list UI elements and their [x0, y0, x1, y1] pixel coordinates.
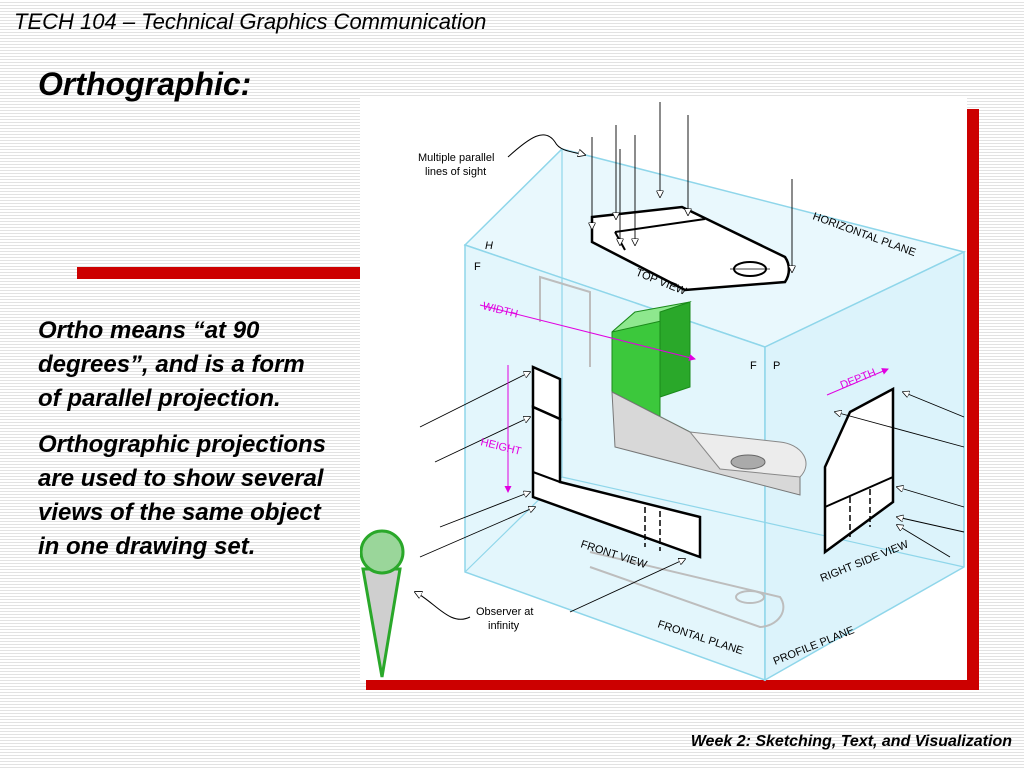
sight-lines-top — [592, 102, 792, 272]
right-side-view-projection — [823, 386, 895, 555]
observer-label: infinity — [488, 620, 520, 632]
top-view-projection — [590, 205, 791, 292]
observer-icon — [360, 529, 405, 678]
h-marker: H — [485, 240, 493, 252]
green-object — [611, 301, 807, 496]
front-view-projection — [531, 365, 702, 559]
slide-body: Ortho means “at 90 degrees”, and is a fo… — [38, 314, 328, 576]
sight-callout-leader — [507, 134, 585, 158]
observer-label: Observer at — [476, 606, 533, 618]
f-marker: F — [750, 360, 757, 372]
sight-label: lines of sight — [425, 166, 486, 178]
ghost-outlines — [539, 275, 785, 629]
slide-title: Orthographic: — [38, 66, 252, 102]
sight-label: Multiple parallel — [418, 152, 494, 164]
sight-lines-front — [419, 372, 685, 613]
sight-lines-side — [835, 392, 965, 558]
observer-callout-leader — [415, 592, 471, 620]
body-paragraph: Ortho means “at 90 degrees”, and is a fo… — [38, 317, 305, 412]
p-marker: P — [773, 360, 780, 372]
frame-shadow-right — [967, 109, 979, 690]
title-divider — [77, 267, 360, 279]
footer-text: Week 2: Sketching, Text, and Visualizati… — [690, 733, 1012, 750]
dimension-lines — [479, 304, 889, 493]
frame-shadow-bottom — [366, 680, 979, 690]
orthographic-projection-figure: Multiple parallel lines of sight Observe… — [360, 102, 967, 682]
body-paragraph: Orthographic projections are used to sho… — [38, 431, 327, 560]
f-marker: F — [474, 261, 481, 273]
course-title: TECH 104 – Technical Graphics Communicat… — [14, 9, 487, 34]
